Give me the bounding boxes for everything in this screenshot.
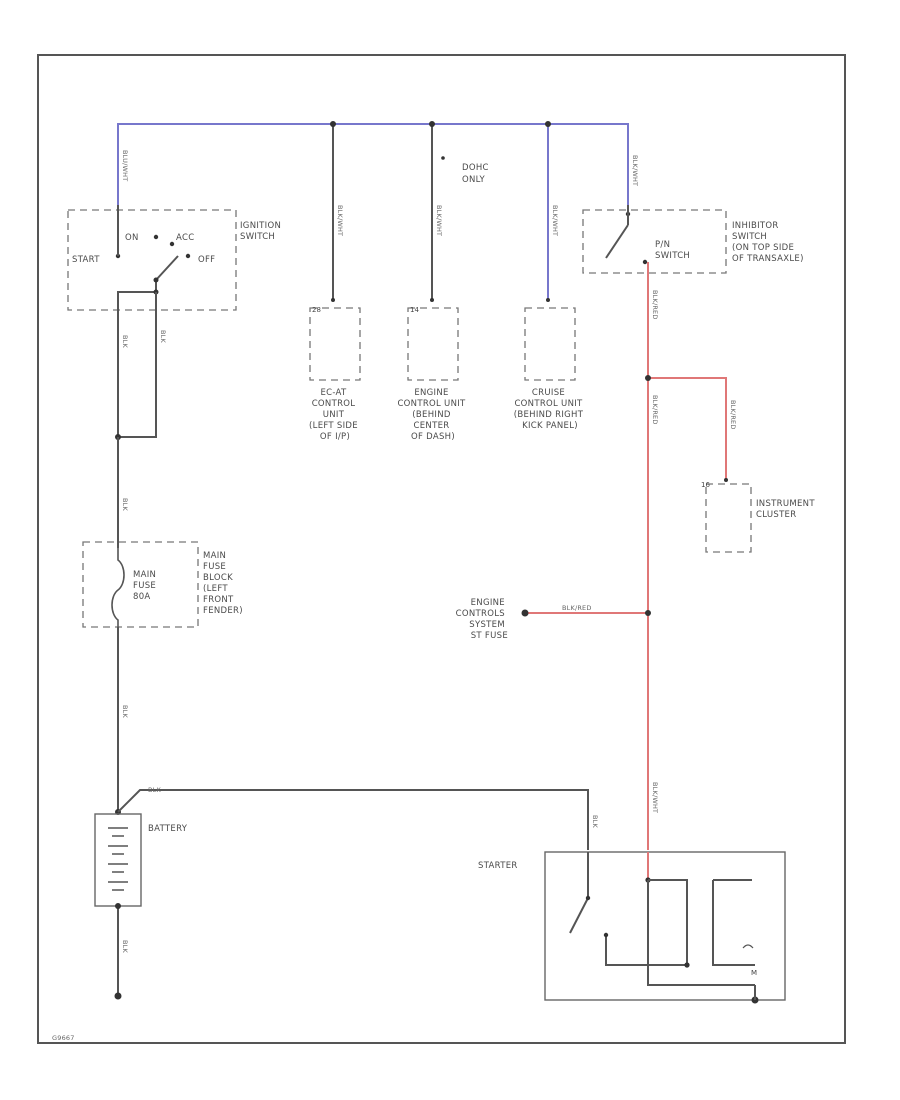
ign-pivot-node	[153, 277, 159, 283]
main-fuse-block-label: MAIN FUSE BLOCK (LEFT FRONT FENDER)	[203, 551, 243, 616]
cluster-pin: 16	[701, 481, 710, 489]
starter-solenoid-contact	[569, 897, 589, 934]
ign-acc-contact	[169, 241, 175, 247]
ecu-pin: 14	[410, 306, 419, 314]
cluster-branch-node	[645, 375, 651, 381]
start-label: START	[72, 255, 100, 265]
ecu-box	[407, 307, 459, 381]
cruise-label: CRUISE CONTROL UNIT (BEHIND RIGHT KICK P…	[514, 388, 587, 431]
wire-label-ground: BLK	[121, 940, 129, 953]
diagram-frame	[37, 54, 846, 1044]
ecu-label: ENGINE CONTROL UNIT (BEHIND CENTER OF DA…	[397, 388, 468, 442]
wire-label-cruise: BLK/WHT	[551, 205, 559, 236]
starter-field-wire	[712, 880, 755, 966]
wire-label-fuse-top: BLK	[121, 498, 129, 511]
cruise-box	[524, 307, 576, 381]
pn-switch-blade	[605, 224, 629, 259]
starter-feed-wire	[117, 789, 589, 850]
wire-label-ign-right: BLK	[159, 330, 167, 343]
wire-label-red-trunk: BLK/RED	[651, 395, 659, 425]
starter-coil-wire	[605, 879, 688, 966]
ground-terminal	[114, 992, 122, 1000]
ign-right-lead	[118, 292, 157, 438]
main-fuse-label: MAIN FUSE 80A	[133, 570, 159, 602]
ign-on-contact	[153, 234, 159, 240]
wire-label-ec-at: BLK/WHT	[336, 205, 344, 236]
starter-label: STARTER	[478, 861, 518, 871]
wire-label-starter-feed: BLK	[591, 815, 599, 828]
ignition-switch-box	[67, 209, 237, 311]
ecu-terminal	[430, 298, 434, 302]
bus-node-3	[545, 121, 551, 127]
main-fuse-block-box	[82, 541, 199, 628]
cluster-terminal	[724, 478, 728, 482]
cluster-branch-wire	[648, 377, 727, 480]
wire-label-cluster: BLK/RED	[729, 400, 737, 430]
ec-at-label: EC-AT CONTROL UNIT (LEFT SIDE OF I/P)	[309, 388, 361, 442]
wire-label-ign-left: BLK	[121, 335, 129, 348]
dohc-marker	[441, 156, 445, 160]
diagram-ref-code: G9667	[52, 1034, 75, 1042]
starter-coil-node	[684, 962, 690, 968]
wire-label-inhibitor-top: BLK/WHT	[631, 155, 639, 186]
ign-switch-blade	[155, 255, 179, 281]
inhibitor-switch-label: INHIBITOR SWITCH (ON TOP SIDE OF TRANSAX…	[732, 221, 804, 264]
engine-controls-terminal	[521, 609, 529, 617]
ign-internal-link	[117, 280, 157, 310]
wire-label-fuse-bottom: BLK	[121, 705, 129, 718]
battery-label: BATTERY	[148, 824, 188, 834]
engine-controls-node	[645, 610, 651, 616]
starter-box	[544, 851, 786, 1001]
inhibitor-switch-box	[582, 209, 727, 274]
wire-label-ecu: BLK/WHT	[435, 205, 443, 236]
pn-lower-contact	[642, 259, 648, 265]
starter-motor-wire	[647, 880, 755, 986]
blue-bus-wire	[117, 123, 629, 205]
wire-label-starter-red: BLK/WHT	[651, 782, 659, 813]
battery-cells	[108, 827, 128, 891]
engine-controls-label: ENGINE CONTROLS SYSTEM ST FUSE	[456, 598, 508, 641]
wire-label-battery-out: BLK	[148, 786, 161, 794]
starter-solenoid-node	[585, 895, 591, 901]
acc-label: ACC	[176, 233, 194, 243]
starter-motor-symbol	[742, 944, 754, 949]
on-label: ON	[125, 233, 139, 243]
ign-off-contact	[185, 253, 191, 259]
ec-at-pin: 28	[312, 306, 321, 314]
wire-label-engine-controls: BLK/RED	[562, 604, 592, 612]
ec-at-terminal	[331, 298, 335, 302]
instrument-cluster-box	[705, 483, 752, 553]
starter-m-label: M	[751, 969, 757, 977]
main-fuse-symbol	[111, 548, 125, 627]
wire-label-blue-left: BLU/WHT	[121, 150, 129, 181]
bus-node-1	[330, 121, 336, 127]
wire-label-inhibitor-bottom: BLK/RED	[651, 290, 659, 320]
battery-negative-node	[115, 903, 121, 909]
starter-coil-end	[603, 932, 609, 938]
cruise-terminal	[546, 298, 550, 302]
bus-node-2	[429, 121, 435, 127]
ec-at-box	[309, 307, 361, 381]
off-label: OFF	[198, 255, 215, 265]
